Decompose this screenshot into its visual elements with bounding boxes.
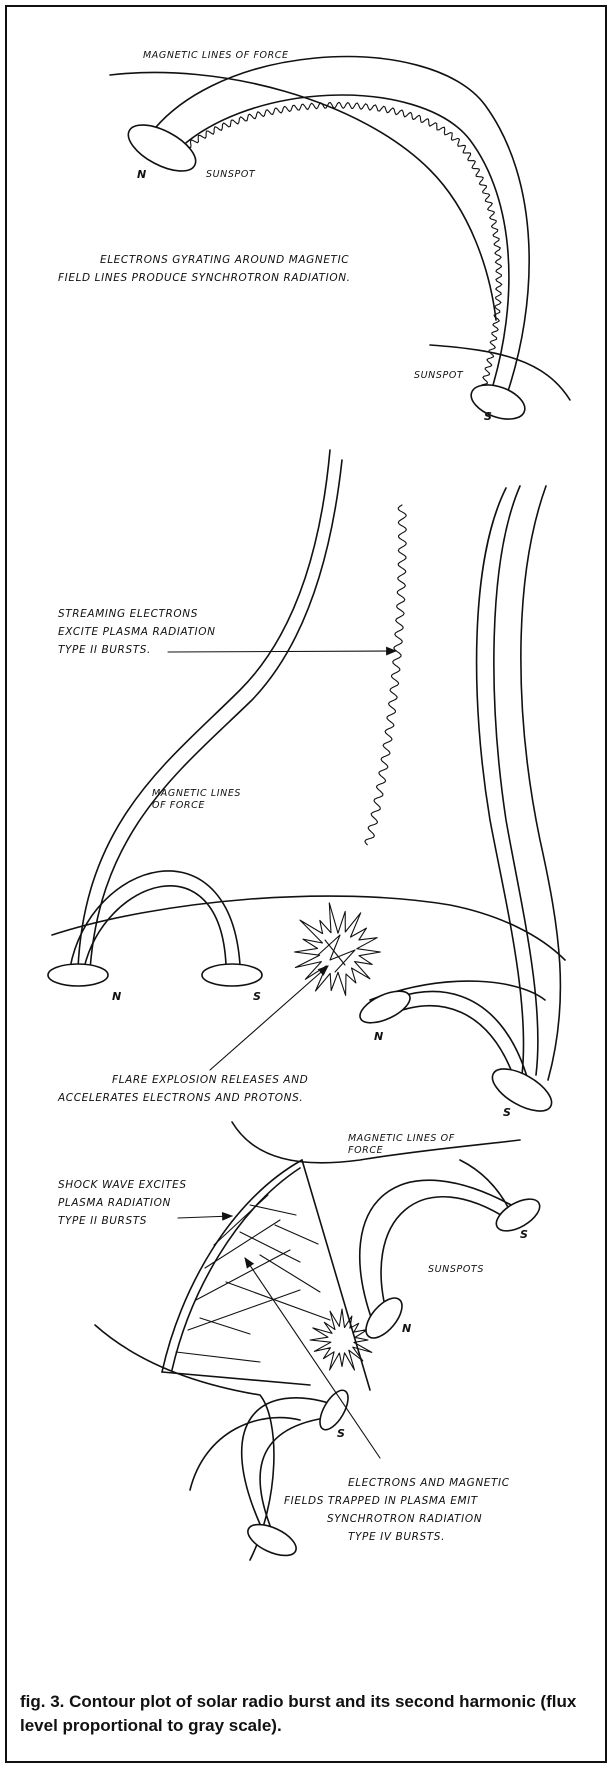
shock-front (162, 1160, 302, 1372)
sunspot-s-2 (202, 964, 262, 986)
synchrotron-text-2: FIELD LINES PRODUCE SYNCHROTRON RADIATIO… (58, 272, 351, 284)
arrow-to-shock (178, 1216, 232, 1218)
hatch-line (275, 1225, 318, 1244)
shock-text-3: TYPE II BURSTS (58, 1215, 147, 1227)
loop-inner (170, 95, 509, 395)
sunspot-s (467, 378, 530, 425)
pole-s-label: S (484, 410, 492, 423)
streaming-text-3: TYPE II BURSTS. (58, 644, 151, 656)
flare-text-1: FLARE EXPLOSION RELEASES AND (112, 1074, 308, 1086)
sunspot-label-n: SUNSPOT (206, 169, 256, 180)
figure-caption: fig. 3. Contour plot of solar radio burs… (20, 1690, 600, 1738)
flare-text-2: ACCELERATES ELECTRONS AND PROTONS. (57, 1092, 303, 1104)
magnetic-lines-label-2b: OF FORCE (152, 800, 205, 811)
trapped-text-4: TYPE IV BURSTS. (348, 1531, 445, 1543)
pole-s-label-3: S (503, 1106, 511, 1119)
pole-n-label-3: N (374, 1030, 383, 1043)
streaming-text-2: EXCITE PLASMA RADIATION (58, 626, 216, 638)
sunspot-n-3 (355, 985, 414, 1030)
flare-burst (295, 903, 381, 995)
hatch-line (200, 1318, 250, 1334)
closed-loop-inner (84, 886, 226, 968)
hatch-line (250, 1205, 296, 1215)
trapped-text-1: ELECTRONS AND MAGNETIC (348, 1477, 510, 1489)
pole-s-label-4: S (520, 1228, 528, 1241)
closed-loop-outer (70, 871, 240, 968)
gyration-path (180, 102, 502, 392)
hatch-line (176, 1352, 260, 1362)
solar-radio-diagram: MAGNETIC LINES OF FORCE N SUNSPOT ELECTR… (0, 0, 614, 1680)
pole-s-label-5: S (337, 1427, 345, 1440)
hatch-line (260, 1255, 320, 1292)
streaming-text-1: STREAMING ELECTRONS (58, 608, 198, 620)
loop-c-inner (260, 1418, 325, 1538)
shock-base (162, 1372, 310, 1385)
pole-n-label-4: N (402, 1322, 411, 1335)
magnetic-lines-label-3b: FORCE (348, 1145, 383, 1156)
shock-text-2: PLASMA RADIATION (58, 1197, 171, 1209)
hatch-line (226, 1282, 330, 1320)
pole-s-label-2: S (253, 990, 261, 1003)
hatch-line (240, 1232, 300, 1262)
shock-right-edge (302, 1160, 370, 1390)
streaming-electrons-path (365, 505, 406, 845)
trapped-text-3: SYNCHROTRON RADIATION (327, 1513, 482, 1525)
trapped-text-2: FIELDS TRAPPED IN PLASMA EMIT (284, 1495, 479, 1507)
panel-3-shock: MAGNETIC LINES OF FORCE SHOCK WAVE EXCIT… (58, 1122, 545, 1562)
pole-n-label-2: N (112, 990, 121, 1003)
panel-1-synchrotron: MAGNETIC LINES OF FORCE N SUNSPOT ELECTR… (58, 50, 570, 426)
arrow-to-streaming (168, 651, 396, 652)
hatch-line (196, 1250, 290, 1300)
magnetic-lines-label-2a: MAGNETIC LINES (152, 788, 241, 799)
pole-n-label: N (137, 168, 146, 181)
sunspots-label: SUNSPOTS (428, 1264, 484, 1275)
panel-2-flare: STREAMING ELECTRONS EXCITE PLASMA RADIAT… (48, 450, 565, 1119)
synchrotron-text-1: ELECTRONS GYRATING AROUND MAGNETIC (100, 254, 349, 266)
flare-burst-3 (310, 1309, 372, 1370)
shock-front-inner (172, 1168, 300, 1370)
hatch-line (188, 1290, 300, 1330)
shock-fan-hatching (176, 1195, 330, 1362)
flare-inner-detail (318, 935, 355, 972)
sunspot-n-2 (48, 964, 108, 986)
right-loop-b (382, 1006, 515, 1080)
magnetic-lines-label: MAGNETIC LINES OF FORCE (143, 50, 289, 61)
shock-text-1: SHOCK WAVE EXCITES (58, 1179, 187, 1191)
sunspot-label-s: SUNSPOT (414, 370, 464, 381)
hatch-line (214, 1195, 268, 1245)
magnetic-lines-label-3a: MAGNETIC LINES OF (348, 1133, 455, 1144)
